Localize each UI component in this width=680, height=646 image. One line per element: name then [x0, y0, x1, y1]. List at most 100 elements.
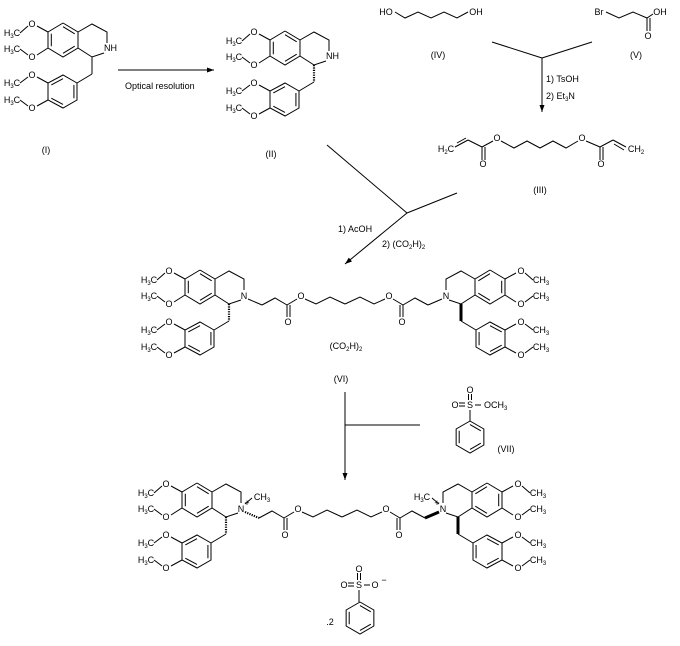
bond	[456, 137, 467, 144]
bond	[173, 323, 186, 331]
methoxy-oxygen: O	[250, 60, 257, 70]
bond	[269, 82, 300, 117]
bond	[286, 298, 298, 306]
bond	[605, 11, 654, 19]
methyl-group: H3C	[141, 291, 158, 303]
bond	[454, 139, 469, 148]
arrowhead	[342, 473, 348, 480]
bond	[486, 557, 499, 565]
nitrogen-atom: N	[238, 504, 245, 514]
bond	[471, 482, 503, 518]
ester-oxygen: O	[382, 504, 389, 514]
bond	[284, 34, 297, 43]
ester-oxygen: O	[385, 291, 392, 301]
sulfonyl-oxygen: O	[340, 580, 347, 590]
bond	[541, 41, 593, 59]
bond	[481, 140, 494, 148]
bond	[47, 74, 78, 109]
bond	[153, 536, 163, 544]
n-methyl-group: H3C	[414, 492, 431, 504]
methyl-group: CH3	[533, 342, 550, 354]
bond	[241, 84, 251, 92]
bond	[389, 511, 401, 519]
bond	[153, 508, 163, 516]
bond	[469, 424, 482, 432]
bond	[170, 559, 183, 567]
amine-nh: NH	[104, 43, 117, 53]
bond	[77, 23, 108, 43]
bond	[36, 76, 49, 84]
bond	[76, 73, 93, 84]
methoxy-oxygen: O	[514, 563, 521, 573]
reaction-condition-oxalic-acid: 2) (CO2H)2	[382, 239, 426, 251]
bond	[47, 22, 79, 58]
bond	[299, 55, 327, 66]
bond	[210, 533, 227, 544]
bond	[501, 559, 514, 567]
methoxy-oxygen: O	[517, 317, 524, 327]
sulfur-atom: S	[467, 400, 473, 410]
arrowhead	[539, 105, 545, 112]
bromine-atom: Br	[594, 7, 603, 17]
bond	[36, 47, 49, 56]
bond	[77, 47, 105, 58]
bond	[188, 344, 201, 352]
bond	[469, 442, 482, 450]
bond	[156, 323, 166, 331]
bond	[241, 107, 251, 115]
compound-label-I: (I)	[42, 145, 51, 155]
bond	[445, 507, 473, 518]
bond	[431, 497, 440, 505]
methyl-group: CH3	[530, 538, 547, 550]
bond	[199, 292, 212, 301]
bond	[51, 97, 64, 105]
bond	[486, 538, 499, 546]
bond	[196, 505, 209, 514]
reaction-condition-tsoh: 1) TsOH	[546, 74, 579, 84]
bond	[173, 272, 186, 280]
sulfonyl-oxygen: O	[355, 564, 362, 574]
bond	[524, 323, 534, 331]
bond	[181, 534, 212, 569]
methyl-group: H3C	[4, 28, 21, 40]
methoxy-oxygen: O	[162, 530, 169, 540]
bond	[211, 507, 239, 518]
bond	[467, 139, 483, 148]
bond	[244, 497, 253, 505]
arrowhead	[345, 257, 352, 264]
ester-oxygen: O	[578, 133, 585, 143]
methyl-group: CH3	[533, 325, 550, 337]
methyl-group: H3C	[141, 275, 158, 287]
bond	[427, 298, 443, 306]
bond	[504, 294, 517, 303]
bond	[173, 294, 186, 303]
methyl-group: H3C	[141, 342, 158, 354]
bond	[599, 139, 614, 148]
ester-oxygen: O	[297, 291, 304, 301]
bond	[213, 320, 230, 331]
bond	[399, 510, 426, 519]
methoxy-oxygen: O	[517, 299, 524, 309]
amine-nh: NH	[326, 51, 339, 61]
bond	[394, 11, 469, 19]
methoxy-oxygen: O	[28, 52, 35, 62]
methyl-group: H3C	[4, 95, 21, 107]
bond	[258, 510, 285, 519]
methyl-group: H3C	[138, 555, 155, 567]
bond	[156, 346, 166, 354]
bond	[62, 26, 75, 35]
bond	[359, 605, 372, 613]
bond	[173, 346, 186, 354]
compound-label-VI: (VI)	[334, 374, 349, 384]
bond	[501, 485, 514, 493]
bond	[62, 45, 75, 54]
bond	[585, 140, 601, 148]
methyl-group: CH3	[530, 504, 547, 516]
bond	[214, 294, 242, 305]
methyl-group: H3C	[141, 325, 158, 337]
methyl-group: CH3	[533, 275, 550, 287]
bond	[211, 483, 242, 503]
bond	[188, 325, 201, 333]
methyl-group: CH3	[530, 555, 547, 567]
bond	[326, 144, 408, 214]
